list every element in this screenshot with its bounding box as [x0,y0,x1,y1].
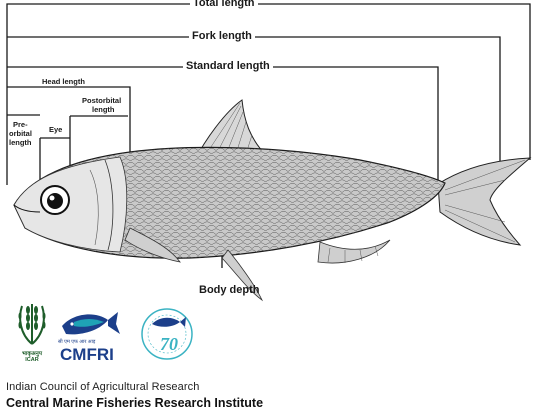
preorbital-label-line3: length [9,138,32,147]
cmfri-full-name: Central Marine Fisheries Research Instit… [6,396,264,410]
icar-full-name: Indian Council of Agricultural Research [6,381,200,393]
postorbital-label-line1: Postorbital [82,96,122,105]
cmfri-logo [62,312,120,335]
caudal-fin [437,157,532,246]
total-length-line [6,3,531,185]
preorbital-label-line1: Pre- [13,120,28,129]
icar-acronym-text: ICAR [25,357,39,363]
standard-length-label: Standard length [183,61,273,72]
icar-hindi-text: भाकृअनुप [22,351,42,357]
head-length-label: Head length [42,77,85,86]
icar-caption: भाकृअनुप ICAR [12,351,52,363]
cmfri-name-text: CMFRI [60,345,114,364]
pectoral-fin [124,227,181,263]
dorsal-fin [194,99,270,161]
fork-length-label: Fork length [189,31,255,42]
icar-logo [18,304,46,345]
head-region [13,156,128,253]
anniversary-70-logo: 70 [141,308,193,360]
preorbital-label-line2: orbital [9,129,32,138]
total-length-label: Total length [190,0,258,9]
fish-illustration [13,99,532,302]
pelvic-fin [221,249,264,302]
fork-length-line [7,36,501,165]
anniversary-number: 70 [160,334,178,354]
body-depth-label: Body depth [199,284,260,296]
anal-fin [317,239,391,264]
cmfri-hindi-text: सी एम एफ आर आइ [58,339,96,345]
eye-label: Eye [49,125,63,134]
standard-length-line [7,66,439,185]
postorbital-label-line2: length [92,105,115,114]
